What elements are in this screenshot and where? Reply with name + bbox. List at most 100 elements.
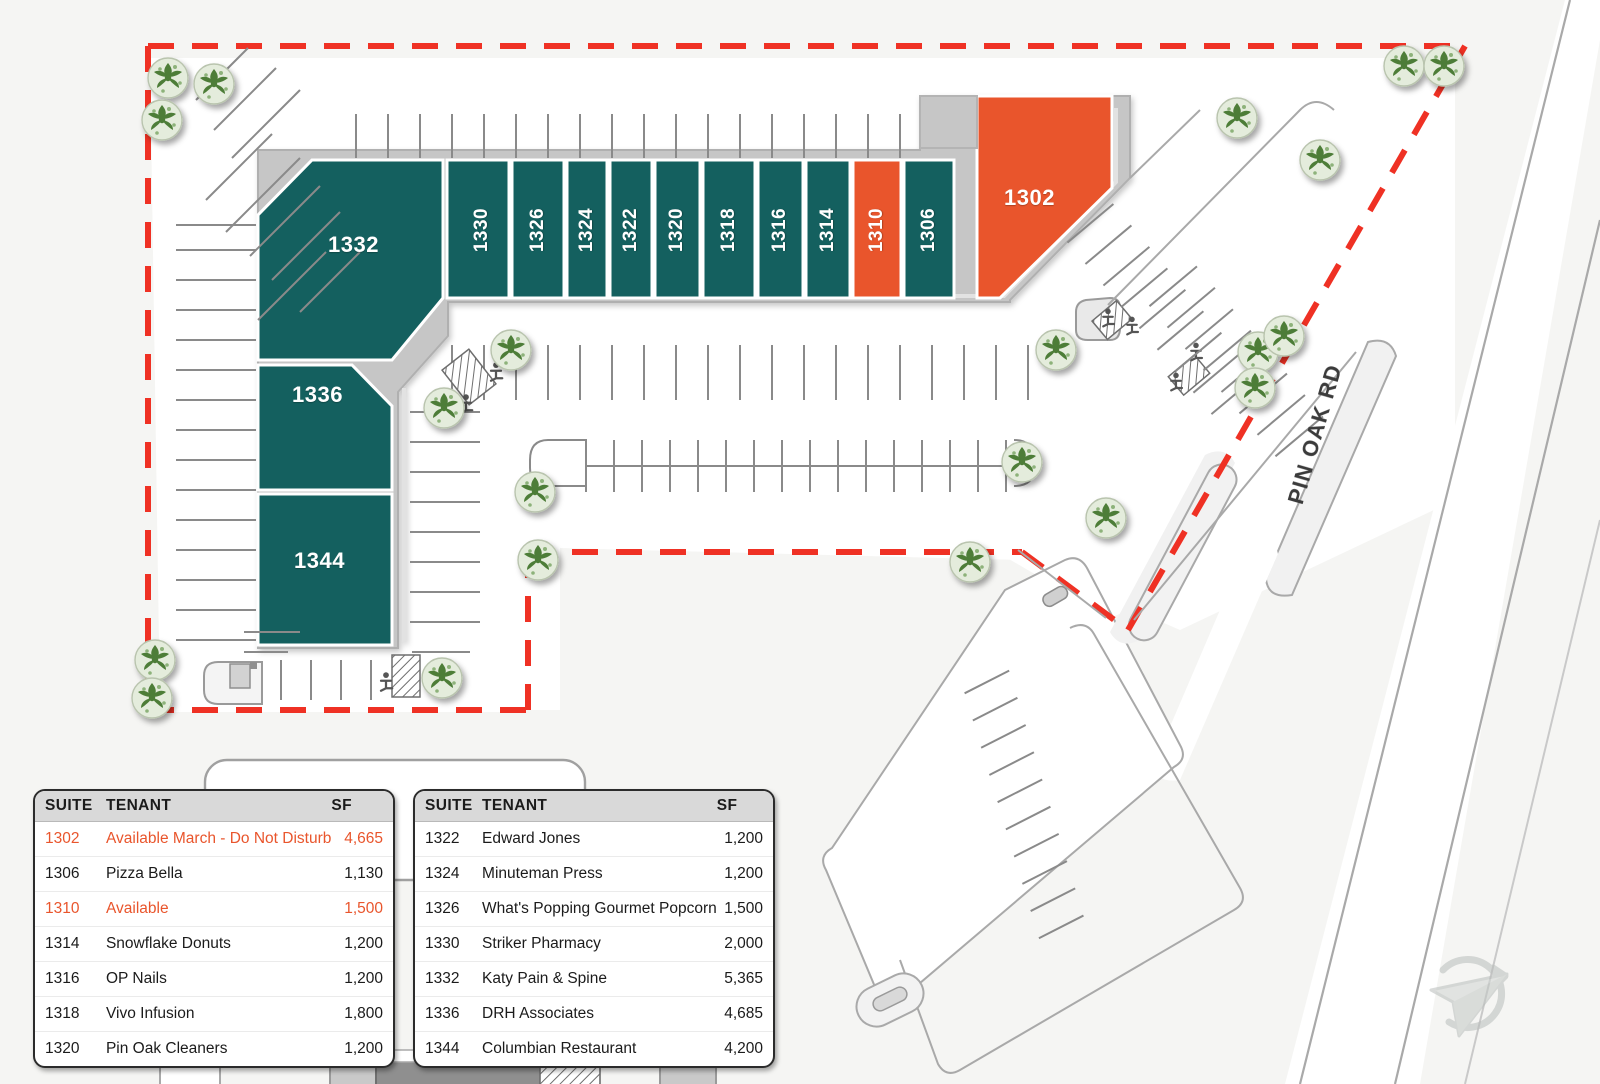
cell-tenant: Striker Pharmacy — [478, 926, 717, 962]
building-units[interactable] — [256, 94, 1114, 647]
cell-sf: 5,365 — [716, 961, 773, 997]
unit-1320[interactable] — [653, 158, 702, 300]
cell-sf: 1,200 — [716, 856, 773, 892]
tree-icon — [1263, 315, 1305, 357]
tree-icon — [1085, 497, 1127, 539]
tree-icon — [1001, 441, 1043, 483]
parking-stripes-front-row — [451, 345, 1029, 400]
column-header-sf: SF — [716, 791, 773, 822]
table-header-row: SUITE TENANT SF — [415, 791, 773, 822]
cell-suite: 1310 — [35, 891, 102, 927]
cell-sf: 1,200 — [331, 1031, 393, 1066]
cell-suite: 1322 — [425, 830, 460, 847]
cell-tenant: Pin Oak Cleaners — [101, 1031, 332, 1066]
cell-sf: 1,800 — [331, 996, 393, 1032]
cell-suite: 1302 — [45, 830, 80, 847]
tree-icon — [949, 541, 991, 583]
cell-sf: 4,665 — [344, 830, 383, 847]
tree-icon — [131, 677, 173, 719]
tenant-table-left-head: SUITE TENANT SF — [35, 791, 393, 822]
cell-suite: 1330 — [415, 926, 479, 962]
cell-suite: 1306 — [35, 856, 102, 892]
tree-icon — [490, 329, 532, 371]
cell-tenant: Snowflake Donuts — [101, 926, 332, 962]
cell-suite: 1332 — [415, 961, 479, 997]
monument-sign — [229, 663, 251, 689]
tree-icon — [514, 471, 556, 513]
table-row[interactable]: 1302 Available March - Do Not Disturb 4,66… — [35, 822, 393, 857]
tree-icon — [1423, 45, 1465, 87]
tenant-table-left-body: 1302 Available March - Do Not Disturb 4,66… — [35, 822, 393, 1066]
cell-suite: 1326 — [415, 891, 479, 927]
cell-tenant: DRH Associates — [478, 996, 717, 1032]
cell-sf: 1,200 — [331, 926, 393, 962]
cell-suite: 1336 — [415, 996, 479, 1032]
drive-aisle-edges — [1017, 101, 1357, 621]
tree-icon — [1234, 367, 1276, 409]
parking-stripes-northwest — [195, 47, 361, 321]
cell-suite: 1344 — [415, 1031, 479, 1066]
cell-sf: 1,500 — [716, 891, 773, 927]
parking-stripes-south — [244, 631, 470, 700]
cell-sf: 1,200 — [724, 830, 763, 847]
cell-tenant: Available March - Do Not Disturb — [105, 830, 332, 847]
cell-tenant: OP Nails — [101, 961, 332, 997]
pin-oak-road — [1154, 0, 1600, 1084]
cell-suite: 1320 — [35, 1031, 102, 1066]
unit-1336[interactable] — [256, 363, 394, 492]
cell-tenant: Vivo Infusion — [101, 996, 332, 1032]
parking-stripes-west — [176, 224, 256, 641]
unit-1302[interactable] — [975, 94, 1114, 300]
unit-1310[interactable] — [851, 158, 903, 300]
unit-1316[interactable] — [756, 158, 805, 300]
cell-suite: 1318 — [35, 996, 102, 1032]
unit-1344[interactable] — [256, 492, 394, 647]
parking-stripes-north — [355, 114, 901, 158]
tree-icon — [423, 387, 465, 429]
tree-icon — [1299, 139, 1341, 181]
unit-1330[interactable] — [445, 158, 511, 300]
column-header-tenant: TENANT — [101, 791, 332, 822]
tree-icon — [1035, 329, 1077, 371]
unit-1324[interactable] — [565, 158, 609, 300]
unit-1326[interactable] — [510, 158, 566, 300]
cell-suite: 1314 — [35, 926, 102, 962]
accessible-ramp-east — [1090, 299, 1134, 341]
legend-table-left[interactable]: SUITE TENANT SF 1302 Available March - Do… — [33, 789, 395, 1068]
tree-icon — [193, 63, 235, 105]
column-header-tenant: TENANT — [478, 791, 717, 822]
cell-sf: 1,200 — [331, 961, 393, 997]
cell-sf: 4,685 — [716, 996, 773, 1032]
column-header-sf: SF — [331, 791, 393, 822]
north-arrow-watermark — [1429, 956, 1509, 1038]
accessible-ramp-south — [391, 654, 421, 698]
unit-1318[interactable] — [701, 158, 757, 300]
unit-1306[interactable] — [902, 158, 956, 300]
parking-stripes-lower-right — [964, 669, 1084, 940]
cell-suite: 1316 — [35, 961, 102, 997]
parking-stripes-northeast — [1066, 109, 1324, 458]
tree-icon — [1216, 97, 1258, 139]
unit-1314[interactable] — [804, 158, 852, 300]
property-line — [145, 43, 1468, 713]
tree-icon — [517, 539, 559, 581]
cell-tenant: Available — [101, 891, 332, 927]
unit-1332[interactable] — [256, 158, 445, 362]
tenant-table-left: SUITE TENANT SF 1302 Available March - Do… — [35, 791, 393, 1066]
unit-1322[interactable] — [608, 158, 654, 300]
